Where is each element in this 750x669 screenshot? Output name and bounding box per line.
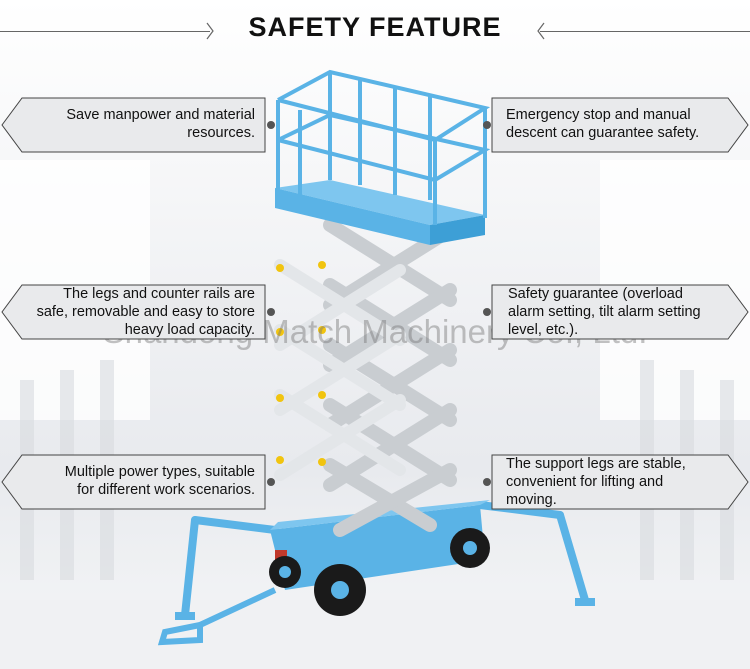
- feature-callout-right-2: Safety guarantee (overload alarm setting…: [482, 283, 750, 341]
- feature-line: Save manpower and material: [66, 107, 255, 123]
- feature-callout-left-3: Multiple power types, suitable for diffe…: [0, 453, 275, 511]
- title-line-left: [0, 31, 210, 32]
- scissor-lift-image: [157, 69, 595, 646]
- feature-line: descent can guarantee safety.: [506, 125, 700, 141]
- callout-shape: [1, 454, 275, 510]
- feature-line: Safety guarantee (overload: [508, 286, 683, 302]
- feature-text: Multiple power types, suitable for diffe…: [15, 463, 255, 499]
- callout-shape: [1, 284, 275, 340]
- feature-line: The support legs are stable,: [506, 456, 686, 472]
- feature-line: alarm setting, tilt alarm setting: [508, 304, 701, 320]
- callout-shape: [1, 97, 275, 153]
- feature-text: The support legs are stable, convenient …: [506, 455, 741, 509]
- feature-text: The legs and counter rails are safe, rem…: [0, 285, 255, 339]
- callout-shape: [483, 284, 749, 340]
- page-title: SAFETY FEATURE: [248, 12, 502, 42]
- feature-text: Emergency stop and manual descent can gu…: [506, 106, 731, 142]
- feature-line: heavy load capacity.: [124, 322, 255, 338]
- title-line-right-cap: [537, 22, 545, 40]
- feature-callout-right-3: The support legs are stable, convenient …: [482, 453, 750, 511]
- feature-line: convenient for lifting and: [506, 474, 664, 490]
- callout-shape: [483, 97, 749, 153]
- feature-line: The legs and counter rails are: [63, 286, 255, 302]
- feature-callout-left-2: The legs and counter rails are safe, rem…: [0, 283, 275, 341]
- title-line-left-cap: [206, 22, 214, 40]
- feature-text: Safety guarantee (overload alarm setting…: [508, 285, 743, 339]
- feature-line: for different work scenarios.: [77, 482, 255, 498]
- feature-line: Emergency stop and manual: [506, 107, 691, 123]
- title-line-right: [540, 31, 750, 32]
- feature-text: Save manpower and material resources.: [15, 106, 255, 142]
- feature-line: moving.: [506, 492, 557, 508]
- feature-line: level, etc.).: [508, 322, 579, 338]
- feature-line: resources.: [187, 125, 255, 141]
- callout-shape: [483, 454, 749, 510]
- feature-callout-right-1: Emergency stop and manual descent can gu…: [482, 96, 750, 154]
- feature-line: Multiple power types, suitable: [64, 464, 255, 480]
- feature-line: safe, removable and easy to store: [36, 304, 255, 320]
- feature-callout-left-1: Save manpower and material resources.: [0, 96, 275, 154]
